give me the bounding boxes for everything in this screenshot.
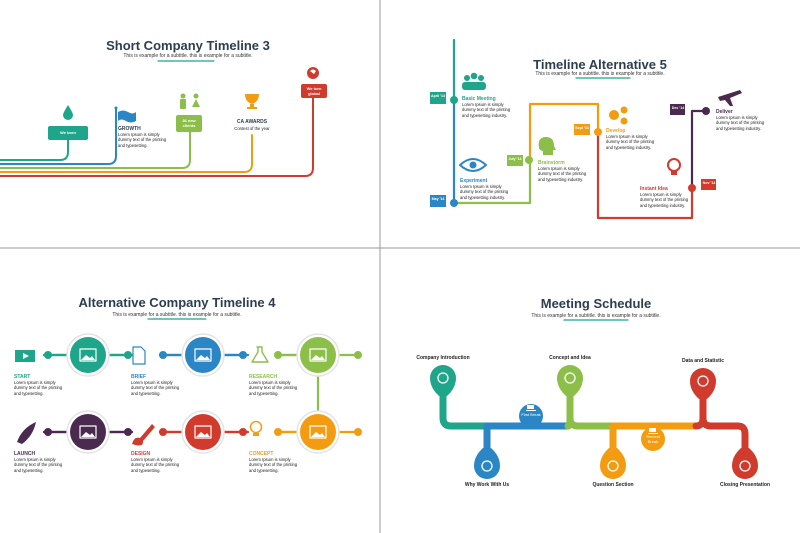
image-icon [309, 425, 327, 439]
schedule-stop-label: Why Work With Us [464, 482, 510, 488]
slide3-subtitle: This is example for a subtitle. this is … [112, 312, 242, 318]
schedule-pin [430, 365, 456, 396]
brush-icon [132, 424, 155, 446]
slide2-title: Timeline Alternative 5 [533, 57, 667, 72]
slide1-title: Short Company Timeline 3 [106, 38, 270, 53]
lightbulb-icon [249, 420, 263, 436]
pin-icon [564, 372, 576, 384]
growth-text: Lorem Ipsum is simply dummy text of the … [118, 132, 167, 148]
date-tag: Dec '14 [671, 106, 685, 110]
lightbulb-icon [667, 158, 681, 175]
milestone-label: Deliver [716, 109, 733, 115]
milestone-text: Lorem Ipsum is simply dummy text of the … [606, 134, 655, 150]
step-text: Lorem Ipsum is simply dummy text of the … [131, 380, 180, 396]
pin-icon [739, 460, 751, 472]
global-box [301, 84, 327, 98]
milestone-label: Develop [606, 128, 626, 134]
step-label: LAUNCH [14, 451, 36, 457]
schedule-pin [474, 448, 500, 479]
coffee-cup-icon [526, 405, 658, 434]
step-text: Lorem Ipsum is simply dummy text of the … [14, 457, 63, 473]
schedule-pin [557, 365, 583, 396]
second-break-circle [641, 427, 665, 451]
milestone-label: Instant Idea [640, 186, 668, 192]
airplane-icon [718, 90, 742, 106]
first-break-circle [519, 404, 543, 428]
awards-sub: Contest of the year [234, 126, 270, 131]
rocket-icon [17, 422, 36, 444]
milestone-text: Lorem Ipsum is simply dummy text of the … [640, 192, 689, 208]
awards-label: CA AWARDS [236, 119, 268, 125]
document-icon [132, 346, 146, 365]
pin-icon [437, 372, 449, 384]
image-icon [79, 348, 97, 362]
we-born-label: We born [60, 130, 76, 135]
gears-icon [609, 106, 628, 125]
schedule-pin [690, 368, 716, 399]
team-icon [462, 72, 486, 90]
break-label: Second Break [646, 434, 660, 444]
growth-label: GROWTH [118, 126, 141, 132]
date-tag: Nov '14 [702, 181, 716, 185]
pin-icon [481, 460, 493, 472]
we-born-box [48, 126, 88, 140]
step-label: DESIGN [131, 451, 151, 457]
slide1-lines [0, 97, 314, 177]
break-label: First Break [521, 412, 541, 417]
milestone-text: Lorem Ipsum is simply dummy text of the … [462, 102, 511, 118]
schedule-stop-label: Company Introduction [416, 355, 470, 361]
people-icon [180, 93, 200, 109]
date-tag: July '14 [508, 157, 522, 161]
milestone-label: Experiment [460, 178, 488, 184]
drop-icon [63, 105, 73, 120]
milestone-text: Lorem Ipsum is simply dummy text of the … [460, 184, 509, 200]
step-text: Lorem Ipsum is simply dummy text of the … [131, 457, 180, 473]
slide3-title: Alternative Company Timeline 4 [78, 295, 276, 310]
step-label: START [14, 374, 31, 380]
milestone-text: Lorem Ipsum is simply dummy text of the … [538, 166, 587, 182]
flag-icon [118, 110, 136, 123]
slide2-lines [452, 38, 708, 220]
step-label: CONCEPT [249, 451, 274, 457]
eye-icon [459, 158, 487, 172]
trophy-icon [245, 94, 259, 109]
step-text: Lorem Ipsum is simply dummy text of the … [14, 380, 63, 396]
pin-icon [697, 375, 709, 387]
schedule-stop-label: Question Section [592, 482, 634, 488]
date-tag: April '14 [430, 94, 446, 98]
date-tag: Sept '14 [575, 126, 589, 130]
milestone-text: Lorem Ipsum is simply dummy text of the … [716, 115, 765, 131]
image-icon [79, 425, 97, 439]
milestone-label: Brainstorm [538, 160, 565, 166]
image-icon [194, 425, 212, 439]
date-tag: May '14 [431, 197, 445, 201]
new-clients-label: 36 new clients [182, 118, 196, 128]
image-icon [194, 348, 212, 362]
slide1-subtitle: This is example for a subtitle. this is … [123, 53, 253, 59]
step-text: Lorem Ipsum is simply dummy text of the … [249, 380, 298, 396]
step-label: BRIEF [131, 374, 146, 380]
head-gear-icon [538, 137, 556, 155]
global-label: We turn global [306, 86, 322, 96]
schedule-pin [732, 448, 758, 479]
schedule-stop-label: Data and Statistic [682, 358, 724, 364]
slide4-subtitle: This is example for a subtitle. this is … [531, 313, 661, 319]
pin-icon [607, 460, 619, 472]
schedule-stop-label: Concept and Idea [549, 355, 591, 361]
slide2-subtitle: This is example for a subtitle. this is … [535, 71, 665, 77]
schedule-pin [600, 448, 626, 479]
flask-icon [251, 346, 269, 363]
step-text: Lorem Ipsum is simply dummy text of the … [249, 457, 298, 473]
slide3-icons [15, 346, 269, 446]
milestone-label: Basic Meeting [462, 96, 496, 102]
schedule-stop-label: Closing Presentation [719, 482, 770, 488]
slide4-title: Meeting Schedule [540, 296, 652, 311]
step-label: RESEARCH [249, 374, 278, 380]
image-icon [309, 348, 327, 362]
new-clients-box [176, 115, 202, 132]
